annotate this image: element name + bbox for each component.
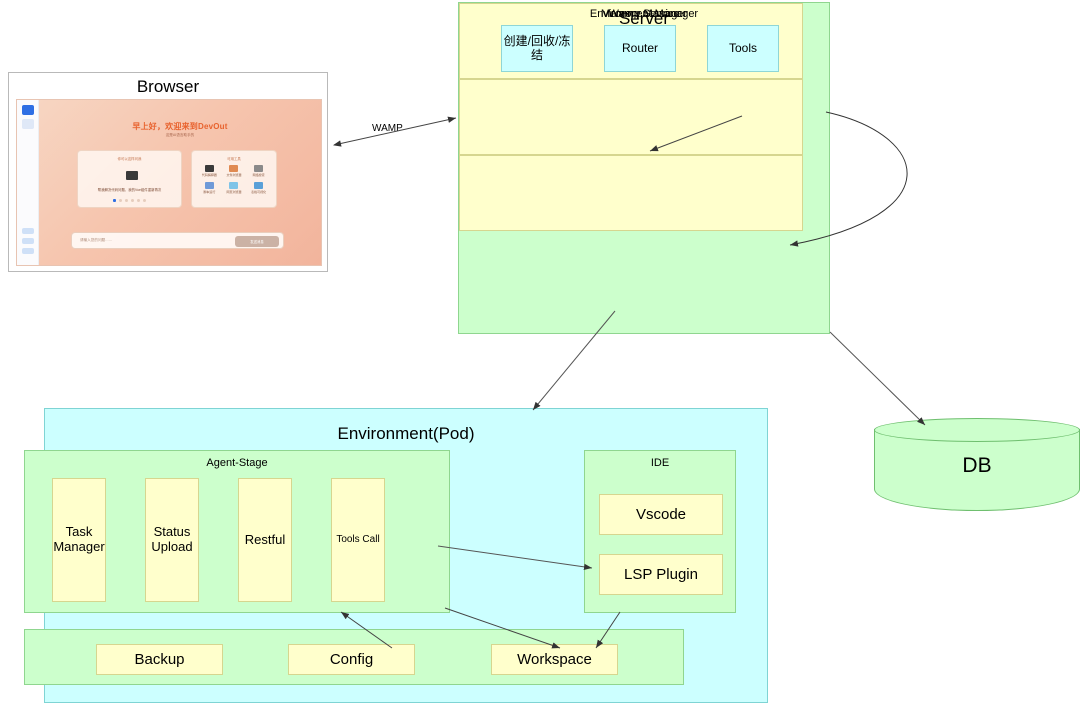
edge-label-wamp: WAMP (372, 123, 403, 134)
carousel-dot[interactable] (113, 199, 116, 202)
browser-viewport: 早上好，欢迎来到DevOut 这是AI语言助手的 你可以这样问我 帮我解决代码问… (16, 99, 322, 266)
envmgr-item-lifecycle[interactable]: 创建/回收/冻结 (501, 25, 573, 72)
tool-item[interactable]: 表格可视化 (246, 182, 271, 194)
agent-stage-title: Agent-Stage (206, 457, 268, 469)
environment-manager-group: Environment Manager 创建/回收/冻结 Router Tool… (459, 8, 803, 231)
ide-item-vscode[interactable]: Vscode (599, 494, 723, 535)
storage-item-config[interactable]: Config (288, 644, 415, 675)
ide-group: IDE Vscode LSP Plugin (584, 450, 736, 613)
search-input-placeholder: 请输入您的问题…… (80, 238, 113, 242)
web-app-content: 早上好，欢迎来到DevOut 这是AI语言助手的 你可以这样问我 帮我解决代码问… (39, 100, 321, 265)
tool-item[interactable]: 网页浏览器 (222, 182, 247, 194)
tool-label: 网络搜索 (252, 173, 265, 177)
memory-manager-group: Memory Manager 用户History 长期记忆 短期记忆 (459, 8, 803, 155)
browser-icon (229, 182, 239, 189)
search-input[interactable]: 请输入您的问题…… 发送消息 (71, 232, 284, 249)
carousel-dot[interactable] (137, 199, 140, 202)
pod-storage-group: Backup Config Workspace (24, 629, 684, 685)
envmgr-item-tools[interactable]: Tools (707, 25, 779, 72)
envmgr-item-router[interactable]: Router (604, 25, 676, 72)
memory-manager-title: Memory Manager (600, 8, 688, 20)
chart-icon (254, 182, 264, 189)
app-icon[interactable] (22, 105, 34, 115)
carousel-dot[interactable] (143, 199, 146, 202)
tool-item[interactable]: 脚本运行 (197, 182, 222, 194)
tool-label: 代码解释器 (201, 173, 217, 177)
folder-icon (229, 165, 239, 172)
tool-label: 表格可视化 (251, 190, 267, 194)
tools-card: 可用工具 代码解释器 文件浏览器 网络搜索 (191, 150, 277, 208)
send-message-button[interactable]: 发送消息 (235, 236, 279, 247)
server-title: Server (618, 9, 670, 28)
tool-item[interactable]: 文件浏览器 (222, 165, 247, 177)
menu-icon[interactable] (22, 119, 34, 129)
storage-item-backup[interactable]: Backup (96, 644, 223, 675)
carousel-dot[interactable] (131, 199, 134, 202)
item-icon[interactable] (22, 248, 34, 254)
server-container: Server Wamp Service 用户通信 事件转发 记忆储存 Memor… (458, 2, 830, 334)
ide-title: IDE (650, 457, 670, 469)
tools-grid: 代码解释器 文件浏览器 网络搜索 脚本运行 (197, 165, 271, 194)
ide-item-lsp-plugin[interactable]: LSP Plugin (599, 554, 723, 595)
item-icon[interactable] (22, 228, 34, 234)
database-cylinder[interactable]: DB (874, 418, 1080, 511)
suggestions-card: 你可以这样问我 帮我解决代码问题，我的Vue组件重新再次 (77, 150, 182, 208)
agent-stage-item-task-manager[interactable]: Task Manager (52, 478, 106, 602)
suggestions-card-body: 帮我解决代码问题，我的Vue组件重新再次 (97, 188, 162, 192)
environment-manager-title: Environment Manager (589, 8, 699, 20)
browser-window: Browser 早上好，欢迎来到DevOut 这是AI语言助手的 你可以这样问我… (8, 72, 328, 272)
db-body (874, 429, 1080, 511)
tool-label: 文件浏览器 (226, 173, 242, 177)
web-hero-subtitle: 这是AI语言助手的 (165, 133, 195, 137)
tools-card-heading: 可用工具 (227, 157, 241, 161)
web-hero-heading: 早上好，欢迎来到DevOut (132, 122, 228, 131)
edge-server-db (829, 331, 926, 426)
carousel-dot[interactable] (119, 199, 122, 202)
script-icon (204, 182, 214, 189)
storage-item-workspace[interactable]: Workspace (491, 644, 618, 675)
globe-icon (254, 165, 264, 172)
db-label: DB (962, 454, 992, 477)
db-top-ellipse (874, 418, 1080, 442)
image-thumbnail-icon (126, 171, 138, 180)
suggestions-card-heading: 你可以这样问我 (117, 157, 142, 161)
environment-pod-title: Environment(Pod) (337, 424, 475, 443)
tool-label: 脚本运行 (203, 190, 216, 194)
carousel-dots[interactable] (78, 199, 181, 202)
carousel-dot[interactable] (125, 199, 128, 202)
browser-title: Browser (136, 77, 200, 96)
terminal-icon (204, 165, 214, 172)
wamp-service-title: Wamp Service (608, 8, 680, 20)
agent-stage-item-restful[interactable]: Restful (238, 478, 292, 602)
agent-stage-item-status-upload[interactable]: Status Upload (145, 478, 199, 602)
item-icon[interactable] (22, 238, 34, 244)
tool-item[interactable]: 代码解释器 (197, 165, 222, 177)
agent-stage-group: Agent-Stage Task Manager Status Upload R… (24, 450, 450, 613)
tool-item[interactable]: 网络搜索 (246, 165, 271, 177)
tool-label: 网页浏览器 (226, 190, 242, 194)
web-app-sidebar[interactable] (17, 100, 39, 265)
agent-stage-item-tools-call[interactable]: Tools Call (331, 478, 385, 602)
